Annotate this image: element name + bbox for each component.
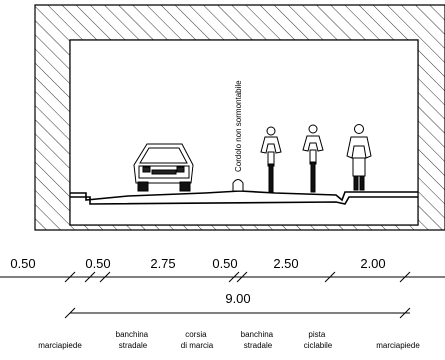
total-dimension-value: 9.00 — [225, 291, 250, 306]
dimension-value: 2.50 — [273, 256, 298, 271]
lane-label: banchina stradale — [116, 330, 151, 350]
lane-label-line-2: marciapiede — [376, 341, 420, 350]
lane-label: corsia di marcia — [181, 330, 214, 350]
dimension-value: 2.00 — [360, 256, 385, 271]
curb-icon — [232, 179, 244, 192]
cyclist-icon — [302, 124, 324, 193]
lane-label-line-1: banchina — [241, 330, 274, 339]
lane-label: marciapiede — [376, 341, 420, 350]
lane-labels: marciapiede banchina stradale corsia di … — [38, 330, 420, 350]
lane-label-line-1: banchina — [116, 330, 149, 339]
lane-label: pista ciclabile — [304, 330, 333, 350]
pedestrian-icon — [346, 124, 372, 191]
dimension-line — [0, 271, 445, 283]
dimension-value: 0.50 — [10, 256, 35, 271]
dimension-value: 0.50 — [85, 256, 110, 271]
dimension-value: 0.50 — [212, 256, 237, 271]
car — [133, 143, 194, 192]
lane-label-line-2: stradale — [119, 341, 148, 350]
lane-label-line-1: pista — [308, 330, 325, 339]
dimension-value: 2.75 — [150, 256, 175, 271]
lane-label-line-2: marciapiede — [38, 341, 82, 350]
lane-label-line-2: ciclabile — [304, 341, 333, 350]
total-dimension-line — [64, 307, 411, 319]
lane-label-line-2: di marcia — [181, 341, 214, 350]
lane-label-line-1: corsia — [185, 330, 207, 339]
cyclist-icon — [260, 126, 282, 193]
lane-label-line-2: stradale — [244, 341, 273, 350]
curb-label: Cordolo non sormontabile — [234, 80, 243, 172]
lane-label: banchina stradale — [241, 330, 276, 350]
dimension-labels: 0.50 0.50 2.75 0.50 2.50 2.00 — [10, 256, 385, 271]
lane-label: marciapiede — [38, 341, 82, 350]
